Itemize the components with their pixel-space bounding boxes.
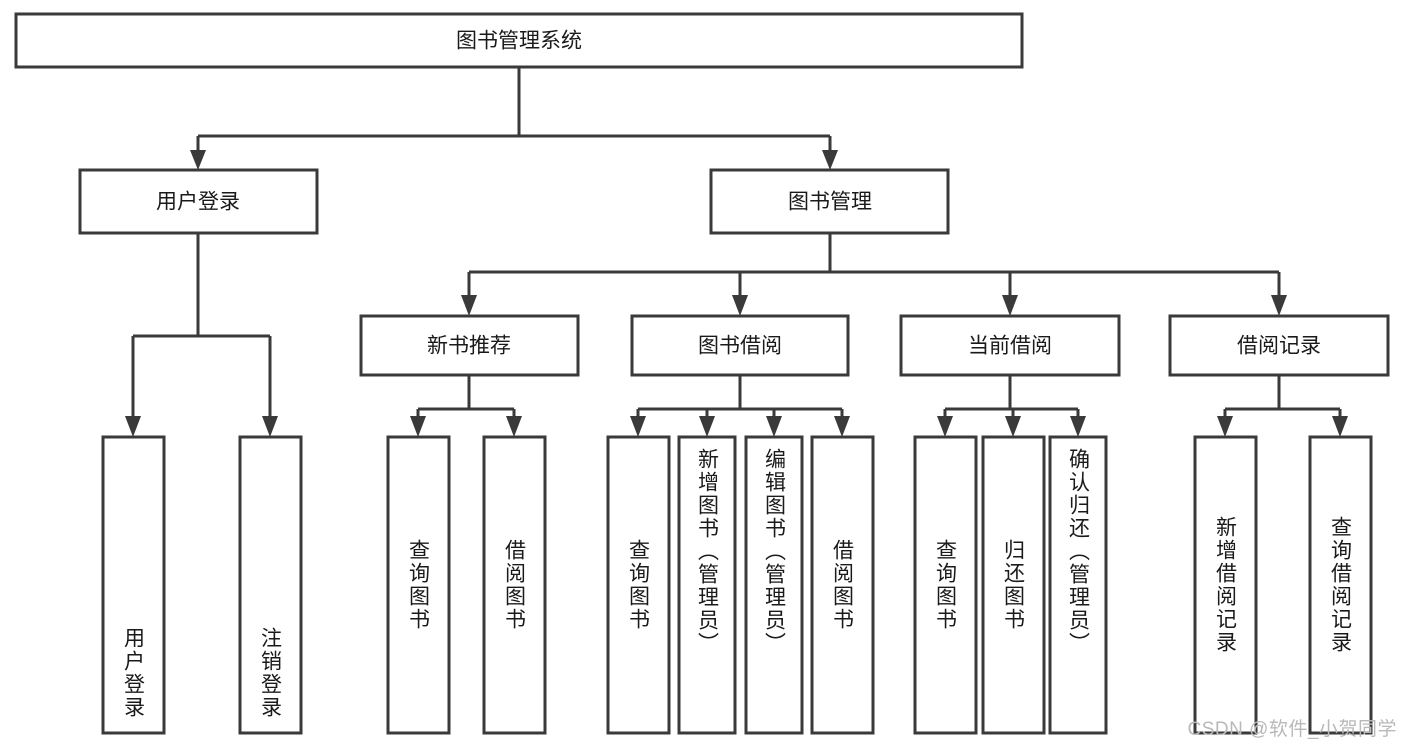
arrow-head-book-management xyxy=(822,150,838,170)
node-borrow-record-label: 借阅记录 xyxy=(1237,335,1321,358)
leaf-node-query-book-brw[interactable]: 查询图书 xyxy=(606,435,671,735)
leaf-node-query-record[interactable]: 查询借阅记录 xyxy=(1308,435,1373,735)
leaf-query-book-brw-box[interactable] xyxy=(606,435,671,735)
arrow-head-leaf-user-login xyxy=(125,416,141,437)
arrow-head-leaf-query-book-cur xyxy=(937,416,953,437)
arrow-head-current-borrow xyxy=(1002,295,1018,316)
connectors-current-borrow-to-leaves xyxy=(937,375,1086,437)
leaf-node-return-book[interactable]: 归还图书 xyxy=(981,435,1046,735)
node-book-borrow-box[interactable] xyxy=(630,314,850,377)
leaf-confirm-return-label: 确认归还（管理员） xyxy=(1067,448,1091,655)
leaf-add-record-label: 新增借阅记录 xyxy=(1214,516,1238,654)
leaf-query-book-rec-box[interactable] xyxy=(386,435,451,735)
leaf-node-confirm-return[interactable]: 确认归还（管理员） xyxy=(1048,435,1108,735)
node-user-login[interactable]: 用户登录 xyxy=(78,168,319,235)
connectors-borrow-record-to-leaves xyxy=(1217,375,1348,437)
connectors-root-to-level2 xyxy=(190,67,838,170)
leaf-user-login-label: 用户登录 xyxy=(122,627,146,719)
leaf-node-user-login[interactable]: 用户登录 xyxy=(101,435,166,735)
node-borrow-record-box[interactable] xyxy=(1168,314,1390,377)
leaf-node-user-logout[interactable]: 注销登录 xyxy=(238,435,303,735)
leaf-node-add-record[interactable]: 新增借阅记录 xyxy=(1193,435,1258,735)
node-current-borrow-box[interactable] xyxy=(899,314,1121,377)
arrow-head-new-book-recommend xyxy=(461,295,477,316)
leaf-query-book-brw-label: 查询图书 xyxy=(627,539,651,631)
connectors-book-management-to-level3 xyxy=(461,233,1287,316)
arrow-head-leaf-confirm-return xyxy=(1070,416,1086,437)
arrow-head-leaf-borrow-book-brw xyxy=(834,416,850,437)
leaf-query-record-box[interactable] xyxy=(1308,435,1373,735)
leaf-node-query-book-cur[interactable]: 查询图书 xyxy=(913,435,978,735)
arrow-head-leaf-query-record xyxy=(1332,416,1348,437)
leaf-add-record-box[interactable] xyxy=(1193,435,1258,735)
node-book-borrow[interactable]: 图书借阅 xyxy=(630,314,850,377)
leaf-return-book-box[interactable] xyxy=(981,435,1046,735)
connectors-new-book-recommend-to-leaves xyxy=(410,375,522,437)
leaf-node-add-book[interactable]: 新增图书（管理员） xyxy=(677,435,737,735)
arrow-head-leaf-return-book xyxy=(1005,416,1021,437)
arrow-head-leaf-user-logout xyxy=(262,416,278,437)
leaf-node-edit-book[interactable]: 编辑图书（管理员） xyxy=(744,435,804,735)
leaf-user-logout-label: 注销登录 xyxy=(259,627,283,719)
node-current-borrow-label: 当前借阅 xyxy=(968,335,1052,358)
node-root-box[interactable] xyxy=(14,12,1024,69)
leaf-node-query-book-rec[interactable]: 查询图书 xyxy=(386,435,451,735)
leaf-borrow-book-brw-box[interactable] xyxy=(810,435,875,735)
arrow-head-leaf-add-book xyxy=(699,416,715,437)
node-borrow-record[interactable]: 借阅记录 xyxy=(1168,314,1390,377)
leaf-borrow-book-rec-label: 借阅图书 xyxy=(503,539,527,631)
leaf-edit-book-label: 编辑图书（管理员） xyxy=(763,448,787,655)
arrow-head-leaf-edit-book xyxy=(766,416,782,437)
node-user-login-label: 用户登录 xyxy=(156,191,240,214)
leaf-query-book-cur-box[interactable] xyxy=(913,435,978,735)
leaf-node-borrow-book-rec[interactable]: 借阅图书 xyxy=(482,435,547,735)
node-new-book-recommend[interactable]: 新书推荐 xyxy=(359,314,580,377)
leaf-query-book-cur-label: 查询图书 xyxy=(934,539,958,631)
arrow-head-leaf-query-book-rec xyxy=(410,416,426,437)
node-current-borrow[interactable]: 当前借阅 xyxy=(899,314,1121,377)
leaf-add-book-label: 新增图书（管理员） xyxy=(696,448,720,655)
node-book-management[interactable]: 图书管理 xyxy=(709,168,950,235)
node-book-borrow-label: 图书借阅 xyxy=(698,335,782,358)
leaf-borrow-book-rec-box[interactable] xyxy=(482,435,547,735)
arrow-head-leaf-add-record xyxy=(1217,416,1233,437)
node-root-label: 图书管理系统 xyxy=(456,30,582,53)
node-root[interactable]: 图书管理系统 xyxy=(14,12,1024,69)
node-book-management-label: 图书管理 xyxy=(788,191,872,214)
arrow-head-book-borrow xyxy=(732,295,748,316)
connectors-user-login-to-leaves xyxy=(125,233,278,437)
leaf-add-book-box[interactable] xyxy=(677,435,737,735)
connectors-book-borrow-to-leaves xyxy=(630,375,850,437)
leaf-confirm-return-box[interactable] xyxy=(1048,435,1108,735)
arrow-head-leaf-borrow-book-rec xyxy=(506,416,522,437)
leaf-borrow-book-brw-label: 借阅图书 xyxy=(831,539,855,631)
arrow-head-leaf-query-book-brw xyxy=(630,416,646,437)
node-new-book-recommend-box[interactable] xyxy=(359,314,580,377)
node-user-login-box[interactable] xyxy=(78,168,319,235)
node-new-book-recommend-label: 新书推荐 xyxy=(427,335,511,358)
leaf-user-logout-box[interactable] xyxy=(238,435,303,735)
leaf-edit-book-box[interactable] xyxy=(744,435,804,735)
leaf-query-book-rec-label: 查询图书 xyxy=(407,539,431,631)
leaf-query-record-label: 查询借阅记录 xyxy=(1329,516,1353,654)
leaf-user-login-box[interactable] xyxy=(101,435,166,735)
leaf-node-borrow-book-brw[interactable]: 借阅图书 xyxy=(810,435,875,735)
arrow-head-borrow-record xyxy=(1271,295,1287,316)
arrow-head-user-login xyxy=(190,150,206,170)
leaf-return-book-label: 归还图书 xyxy=(1002,539,1026,631)
node-book-management-box[interactable] xyxy=(709,168,950,235)
